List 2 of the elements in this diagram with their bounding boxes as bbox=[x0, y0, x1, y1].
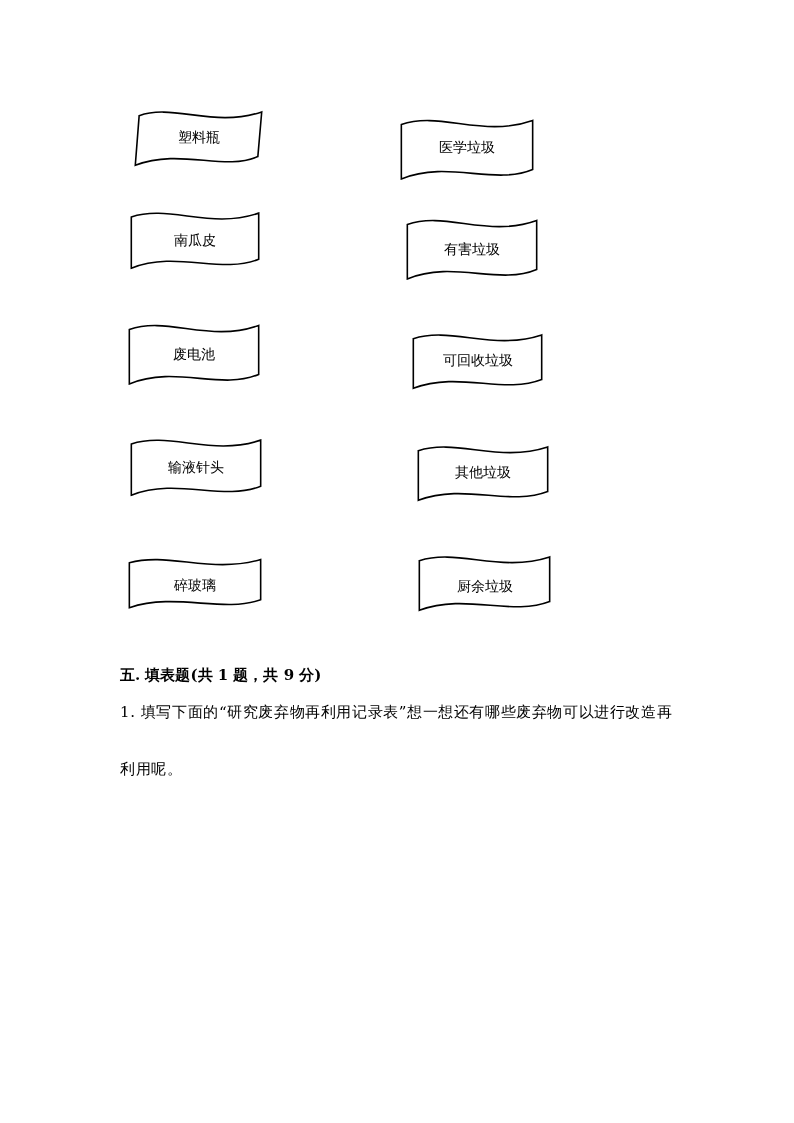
section-heading: 五. 填表题(共 1 题，共 9 分) bbox=[120, 666, 322, 685]
question-text: 1. 填写下面的“研究废弃物再利用记录表”想一想还有哪些废弃物可以进行改造再利用呢。 bbox=[120, 702, 674, 780]
